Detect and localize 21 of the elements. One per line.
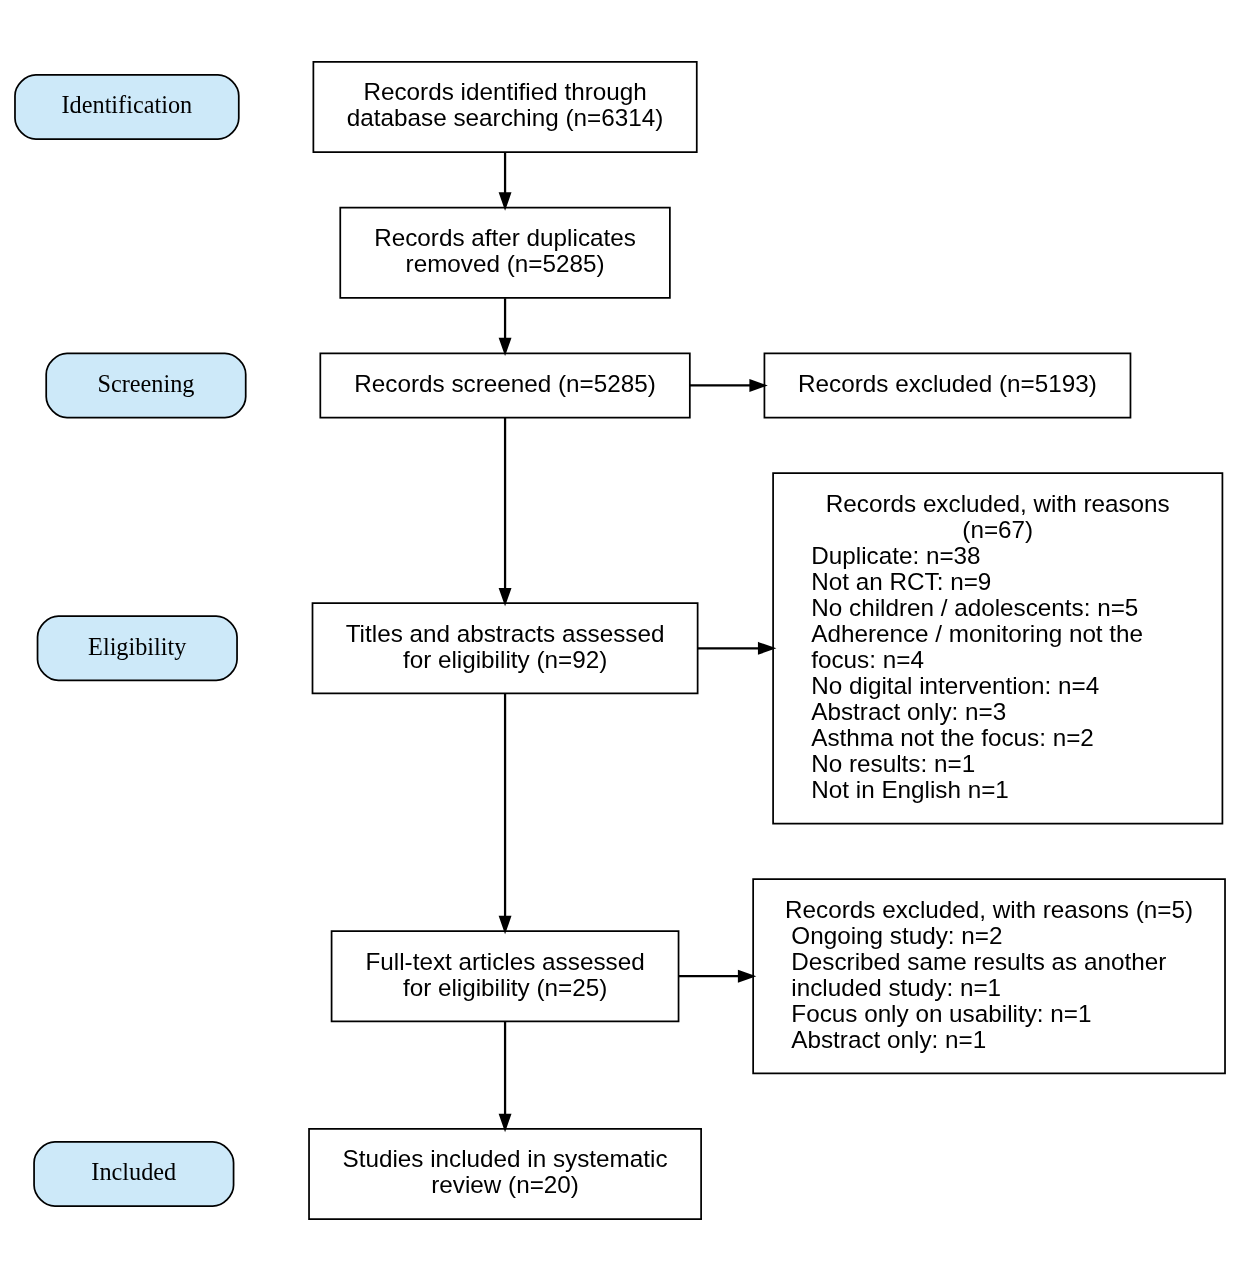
node-box: Studies included in systematic review (n=20) [308, 1127, 702, 1220]
arrow [679, 969, 757, 983]
node-box: Records excluded (n=5193) [763, 352, 1132, 418]
node-box: Titles and abstracts assessed for eligibility (n=92) [311, 601, 699, 694]
arrow [498, 417, 512, 606]
arrow [498, 693, 512, 934]
arrow [698, 641, 777, 655]
node-box: Full-text articles assessed for eligibility (n=25) [330, 929, 680, 1022]
node-box: Records identified through database searching (n=6314) [312, 60, 698, 153]
node-box: Eligibility [36, 614, 238, 681]
node-box: Screening [45, 352, 247, 418]
node-box: Records screened (n=5285) [319, 352, 691, 418]
arrow [498, 1021, 512, 1132]
arrow [498, 297, 512, 356]
node-box: Records after duplicates removed (n=5285) [339, 206, 671, 299]
arrow [498, 151, 512, 211]
node-box: Records excluded, with reasons (n=5) Ongoing study: n=2 Described same results as another included study: n=1 Focus only on usability: n=1 Abstract only: n=1 [752, 877, 1226, 1074]
node-box: Included [33, 1140, 235, 1207]
node-box: Identification [14, 73, 240, 140]
node-box: Records excluded, with reasons (n=67) Duplicate: n=38 Not an RCT: n=9 No children / adolescents: n=5 Adherence / monitoring not the focus: n=4 No digital intervention: n=4 Abstract only: n=3 Asthma not the focus: n=2 No results: n=1 Not in English n=1 [772, 471, 1224, 824]
arrow [689, 378, 768, 392]
